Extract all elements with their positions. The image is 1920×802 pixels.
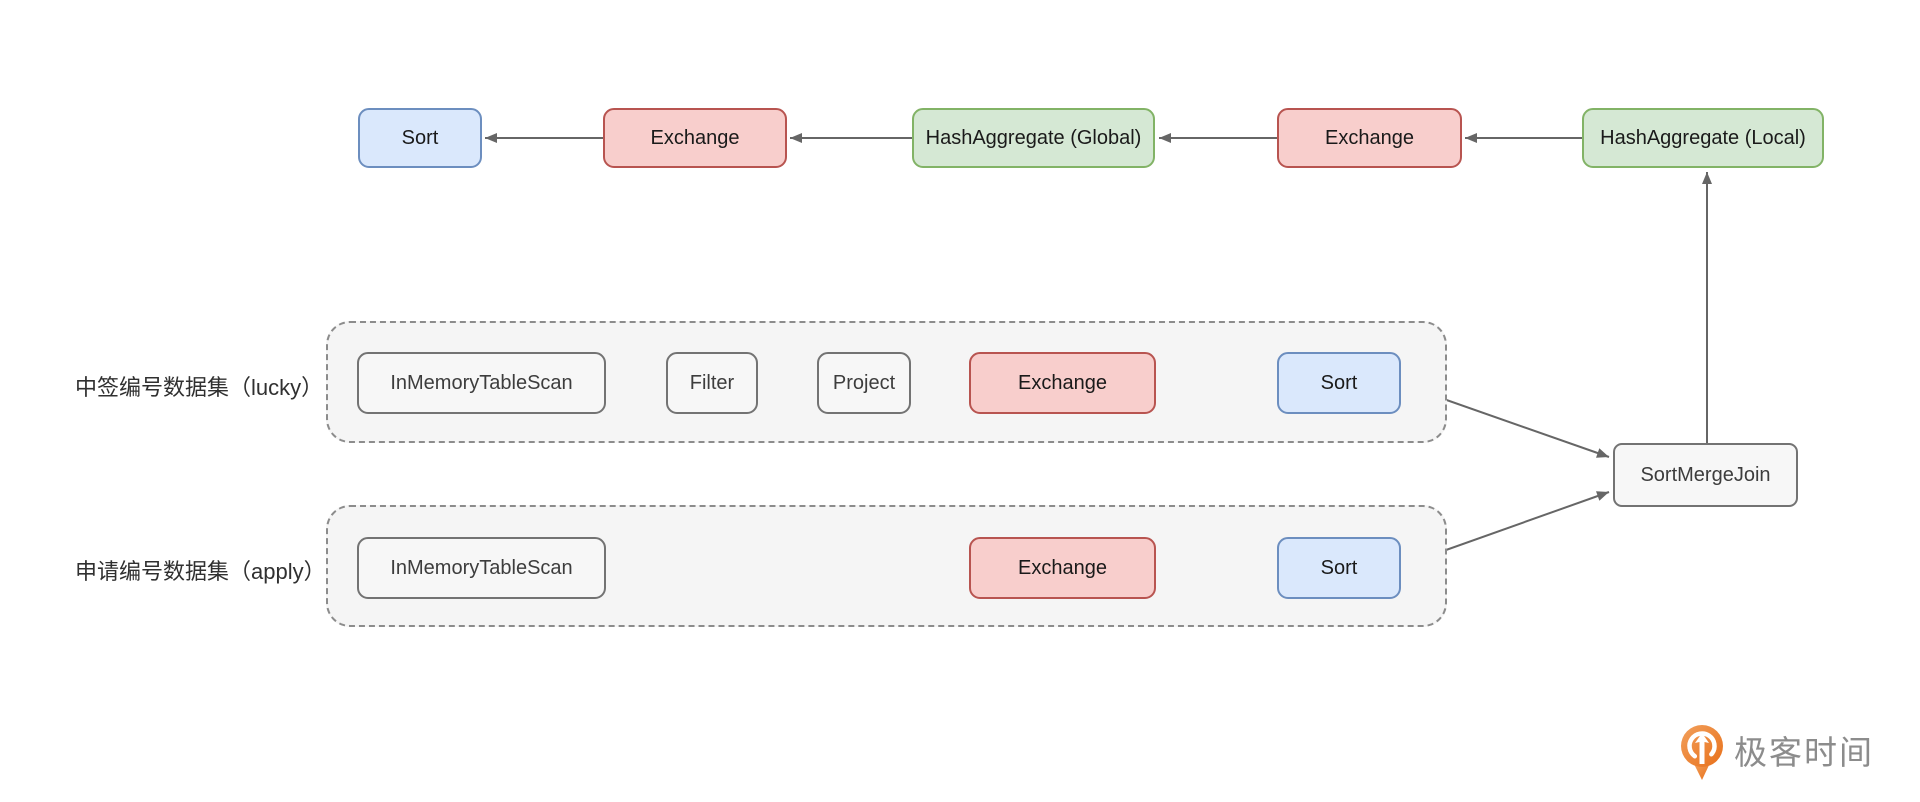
node-hashaggregate-local: HashAggregate (Local) (1582, 108, 1824, 168)
geektime-logo: 极客时间 (1678, 724, 1874, 780)
node-exchange-top-1: Exchange (603, 108, 787, 168)
node-filter: Filter (666, 352, 758, 414)
apply-branch-caption: 申请编号数据集（apply） (75, 559, 326, 584)
geektime-logo-text: 极客时间 (1734, 733, 1874, 771)
node-sort-lucky: Sort (1277, 352, 1401, 414)
node-project: Project (817, 352, 911, 414)
node-exchange-top-2: Exchange (1277, 108, 1462, 168)
node-inmemorytablescan-apply: InMemoryTableScan (357, 537, 606, 599)
node-sort-final: Sort (358, 108, 482, 168)
node-inmemorytablescan-lucky: InMemoryTableScan (357, 352, 606, 414)
geektime-logo-icon (1681, 725, 1723, 780)
node-sort-apply: Sort (1277, 537, 1401, 599)
node-sortmergejoin: SortMergeJoin (1613, 443, 1798, 507)
node-hashaggregate-global: HashAggregate (Global) (912, 108, 1155, 168)
node-exchange-lucky: Exchange (969, 352, 1156, 414)
node-exchange-apply: Exchange (969, 537, 1156, 599)
lucky-branch-caption: 中签编号数据集（lucky） (75, 375, 324, 400)
